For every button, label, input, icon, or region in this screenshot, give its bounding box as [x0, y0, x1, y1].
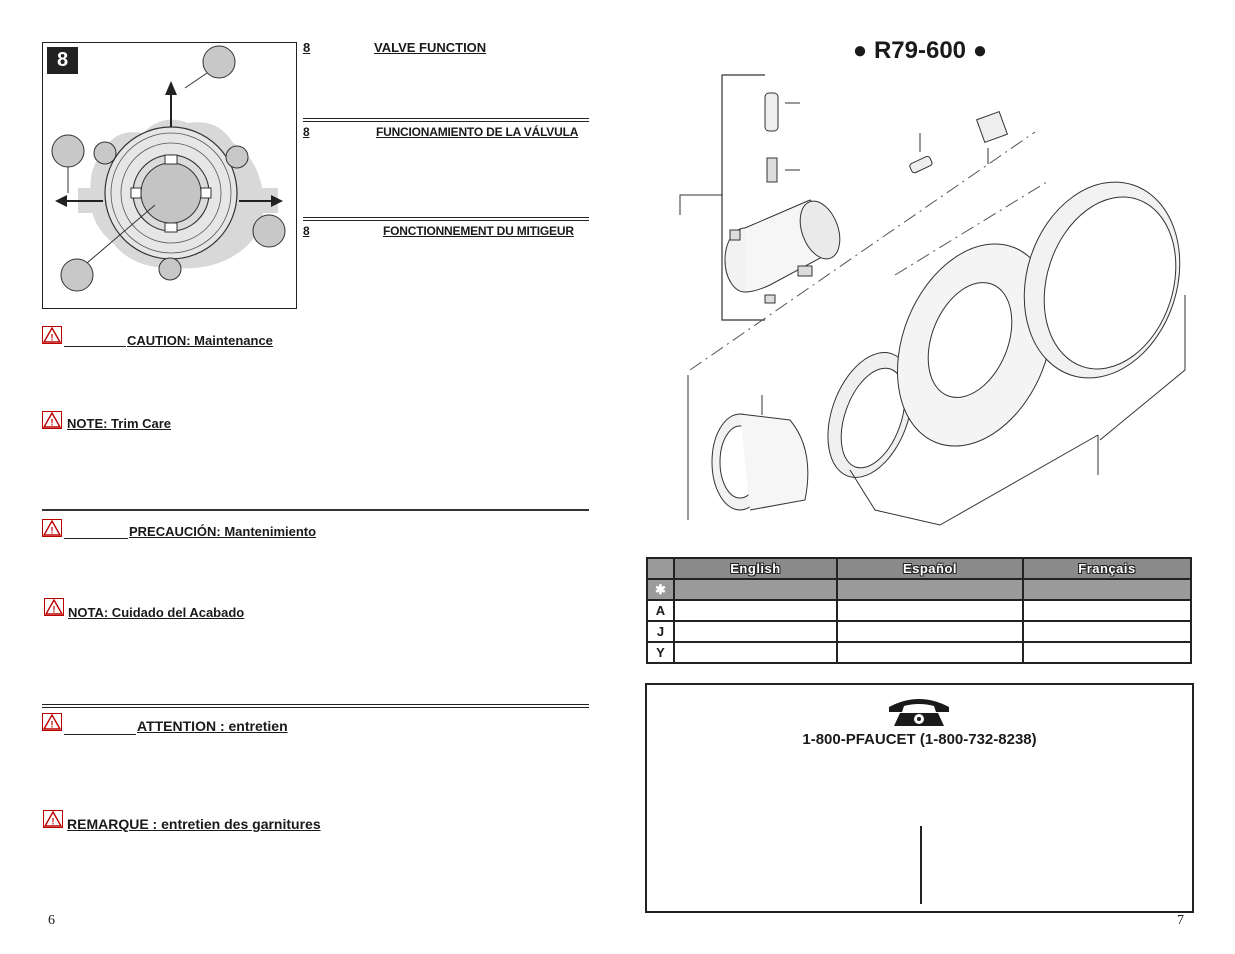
section-divider [42, 509, 589, 511]
table-cell [673, 578, 838, 601]
table-cell [673, 641, 838, 664]
contact-box: 1-800-PFAUCET (1-800-732-8238) [645, 683, 1194, 913]
table-header-cell: Français [1022, 557, 1192, 580]
caution-maintenance-fr: ATTENTION : entretien [137, 718, 288, 734]
note-trim-care-en: NOTE: Trim Care [67, 416, 172, 431]
row-key: J [646, 620, 675, 643]
valve-function-heading: VALVE FUNCTION [374, 40, 487, 55]
table-header-cell: Español [836, 557, 1024, 580]
table-cell [836, 599, 1024, 622]
model-number: ● R79-600 ● [852, 37, 988, 64]
warning-underline [64, 734, 136, 735]
caution-maintenance-es: PRECAUCIÓN: Mantenimiento [129, 524, 317, 539]
table-row: Y [646, 641, 1192, 664]
svg-text:!: ! [51, 720, 54, 730]
funcionamiento-number: 8 [303, 125, 310, 139]
warning-icon: ! [42, 326, 62, 344]
figure-number-badge: 8 [47, 47, 78, 74]
row-key: Y [646, 641, 675, 664]
table-cell [836, 578, 1024, 601]
section-divider-fr [303, 217, 589, 221]
row-key: ✱ [646, 578, 675, 601]
warning-icon: ! [43, 810, 63, 828]
funcionamiento-heading: FUNCIONAMIENTO DE LA VÁLVULA [376, 125, 579, 139]
row-key: A [646, 599, 675, 622]
telephone-icon [889, 699, 949, 726]
note-trim-care-fr: REMARQUE : entretien des garnitures [67, 816, 321, 832]
svg-text:!: ! [51, 418, 54, 428]
table-cell [673, 599, 838, 622]
valve-function-number: 8 [303, 40, 311, 55]
exploded-parts-diagram [679, 74, 1186, 526]
svg-text:!: ! [51, 333, 54, 343]
page-number-left: 6 [48, 913, 55, 928]
table-header-cell: English [673, 557, 838, 580]
parts-table: English Español Français ✱ A J Y [646, 557, 1192, 664]
svg-text:!: ! [53, 605, 56, 615]
table-header-row: English Español Français [646, 557, 1192, 580]
warning-icon: ! [42, 411, 62, 429]
warning-icon: ! [44, 598, 64, 616]
svg-text:!: ! [52, 817, 55, 827]
svg-text:!: ! [51, 526, 54, 536]
table-cell [1022, 641, 1192, 664]
valve-rotation-diagram [51, 45, 286, 292]
fonctionnement-number: 8 [303, 224, 310, 238]
table-cell [1022, 578, 1192, 601]
table-row: A [646, 599, 1192, 622]
fonctionnement-heading: FONCTIONNEMENT DU MITIGEUR [383, 224, 574, 238]
warning-underline [64, 538, 128, 539]
note-trim-care-es: NOTA: Cuidado del Acabado [68, 605, 245, 620]
table-header-key [646, 557, 675, 580]
table-row: ✱ [646, 578, 1192, 601]
table-cell [836, 620, 1024, 643]
phone-number[interactable]: 1-800-PFAUCET (1-800-732-8238) [802, 731, 1037, 748]
table-row: J [646, 620, 1192, 643]
table-cell [673, 620, 838, 643]
warning-underline [64, 346, 126, 347]
table-cell [836, 641, 1024, 664]
section-divider-es [303, 118, 589, 122]
caution-maintenance-en: CAUTION: Maintenance [127, 333, 273, 348]
vertical-divider [920, 826, 922, 904]
warning-icon: ! [42, 519, 62, 537]
table-cell [1022, 620, 1192, 643]
warning-icon: ! [42, 713, 62, 731]
page-number-right: 7 [1177, 913, 1184, 928]
figure-8-box: 8 [42, 42, 297, 309]
figure-number: 8 [56, 49, 69, 71]
section-divider [42, 704, 589, 708]
table-cell [1022, 599, 1192, 622]
